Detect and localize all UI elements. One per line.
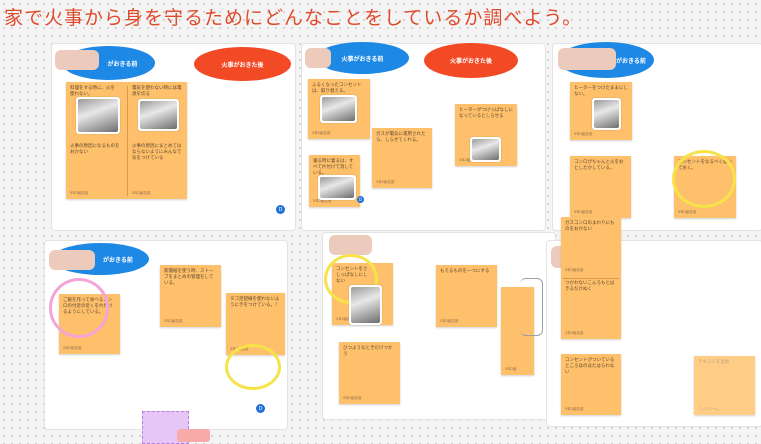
redacted-name xyxy=(305,48,331,68)
note-text: ふるくなったコンセントは、取り替える。 xyxy=(312,83,362,94)
note-text: 火事の原因になるものをおかない xyxy=(70,144,120,155)
note-author: 5年2組名前 xyxy=(313,199,332,203)
note-author: 5年2組名前 xyxy=(132,191,151,195)
photo-switch[interactable] xyxy=(138,99,179,131)
note-author: 5年2組名前 xyxy=(565,407,584,411)
redacted-name xyxy=(55,50,99,70)
note-author: 5年2組 xyxy=(505,367,517,371)
note-text: ヒーターをつけたままにしない。 xyxy=(574,86,628,97)
note-text: ヒーターがつけっぱなしになっているとしらせる xyxy=(459,108,513,119)
note-text: 火事の原因にまとめてはならないようにみんなで気をつけている xyxy=(132,144,182,161)
sticky-note[interactable]: ヒーターがつけっぱなしになっているとしらせる 5年2組名前 xyxy=(455,104,517,166)
photo-kitchen[interactable] xyxy=(76,97,120,134)
photo-image xyxy=(140,101,177,129)
photo-room[interactable] xyxy=(318,175,356,200)
note-text: コンロがちゃんと火をおとしたかしている。 xyxy=(574,160,624,171)
note-text: 寝る時に着るは、すべて片付けて消している。 xyxy=(313,159,354,176)
label-before-text: がおきる前 xyxy=(107,60,138,68)
redacted-name xyxy=(329,235,372,255)
note-author: 5年2組名前 xyxy=(376,180,395,184)
photo-image xyxy=(322,97,355,121)
sticky-note[interactable]: ひつようなときだけつかう 5年2組名前 xyxy=(339,342,400,404)
label-before-text: 火事がおきる前 xyxy=(341,55,384,63)
note-author: 5年2組名前 xyxy=(678,210,697,214)
label-before-text: がおきる前 xyxy=(103,256,133,264)
note-placeholder[interactable]: テキストを追加 xyxy=(698,360,730,365)
note-text: つかわないこんろもとはきるだけぬく xyxy=(565,281,615,292)
user-avatar-icon[interactable]: D xyxy=(276,205,285,214)
note-author: 5年2組名前 xyxy=(440,319,459,323)
redacted-name xyxy=(558,48,616,70)
note-text: ガスが電気に運用されたら、しらせてくれる。 xyxy=(376,132,426,143)
note-author: 5年2組名前 xyxy=(565,331,584,335)
sticky-note[interactable]: 新聞紙を使う時、ストーブをまとめの管理をしている。 5年2組名前 xyxy=(160,265,221,327)
user-avatar-icon[interactable]: D xyxy=(357,196,364,203)
highlight-circle xyxy=(225,344,281,390)
label-after[interactable]: 火事がおきた後 xyxy=(424,43,518,78)
label-after-text: 火事がおきた後 xyxy=(449,58,492,65)
note-divider xyxy=(563,278,619,279)
note-text: 電気を使わない時には電源を切る xyxy=(132,86,182,97)
note-author: 5年2組名前 xyxy=(574,132,593,136)
note-divider xyxy=(127,86,128,196)
note-text: ひつようなときだけつかう xyxy=(343,346,393,357)
note-author: 5年2組名前 xyxy=(565,268,584,272)
note-author: 5年2組名前 xyxy=(343,396,362,400)
note-author: 5年2組名前 xyxy=(336,317,355,321)
photo-image xyxy=(78,99,118,132)
label-after[interactable]: 火事がおきた後 xyxy=(194,47,291,81)
photo-image xyxy=(594,100,619,128)
sticky-note[interactable]: コンロがちゃんと火をおとしたかしている。 5年2組名前 xyxy=(570,156,631,218)
highlight-circle xyxy=(49,278,109,338)
note-text: 新聞紙を使う時、ストーブをまとめの管理をしている。 xyxy=(164,269,214,286)
photo-heater[interactable] xyxy=(470,137,501,162)
photo-outlet[interactable] xyxy=(320,95,357,123)
note-text: ガスコンロのまわりにものをおかない xyxy=(565,221,615,232)
label-before[interactable]: 火事がおきる前 xyxy=(316,42,409,74)
label-after-text: 火事がおきた後 xyxy=(221,61,264,69)
sticky-note[interactable]: 5年2組 xyxy=(501,287,534,375)
note-author: 5年2組名前 xyxy=(574,210,593,214)
photo-image xyxy=(320,177,354,198)
sticky-note[interactable]: ガスが電気に運用されたら、しらせてくれる。 5年2組名前 xyxy=(372,128,432,188)
redacted-name xyxy=(49,250,95,270)
note-author: ニックネーム xyxy=(698,407,719,411)
photo-heater-2[interactable] xyxy=(592,98,621,130)
sticky-note[interactable]: もえるものを一つにする 5年2組名前 xyxy=(436,265,497,327)
pink-sticky[interactable] xyxy=(177,429,210,442)
note-text: タコ足配線を使わないようにきをつけている。！ xyxy=(230,297,280,308)
user-avatar-icon[interactable]: D xyxy=(256,404,265,413)
note-author: 5年2組名前 xyxy=(70,191,89,195)
note-text: コンセントがついているところはのはたはらわない xyxy=(565,358,615,375)
sticky-note[interactable]: コンセントがついているところはのはたはらわない 5年2組名前 xyxy=(561,354,621,415)
connector-line[interactable] xyxy=(520,278,543,336)
photo-outlet-2[interactable] xyxy=(349,285,382,325)
note-text: 料理をする時に、火を使わない。 xyxy=(70,86,115,97)
highlight-circle xyxy=(672,150,736,208)
sticky-note-empty[interactable]: テキストを追加 ニックネーム xyxy=(694,356,755,415)
note-text: もえるものを一つにする xyxy=(440,269,490,274)
note-author: 5年2組名前 xyxy=(164,319,183,323)
photo-image xyxy=(351,287,380,323)
note-author: 5年2組名前 xyxy=(63,346,82,350)
note-author: 5年2組名前 xyxy=(459,158,478,162)
note-author: 5年2組名前 xyxy=(312,131,331,135)
photo-image xyxy=(472,139,499,160)
label-before-text: がおきる前 xyxy=(616,57,646,65)
page-title: 家で火事から身を守るためにどんなことをしているか調べよう。 xyxy=(4,7,583,29)
